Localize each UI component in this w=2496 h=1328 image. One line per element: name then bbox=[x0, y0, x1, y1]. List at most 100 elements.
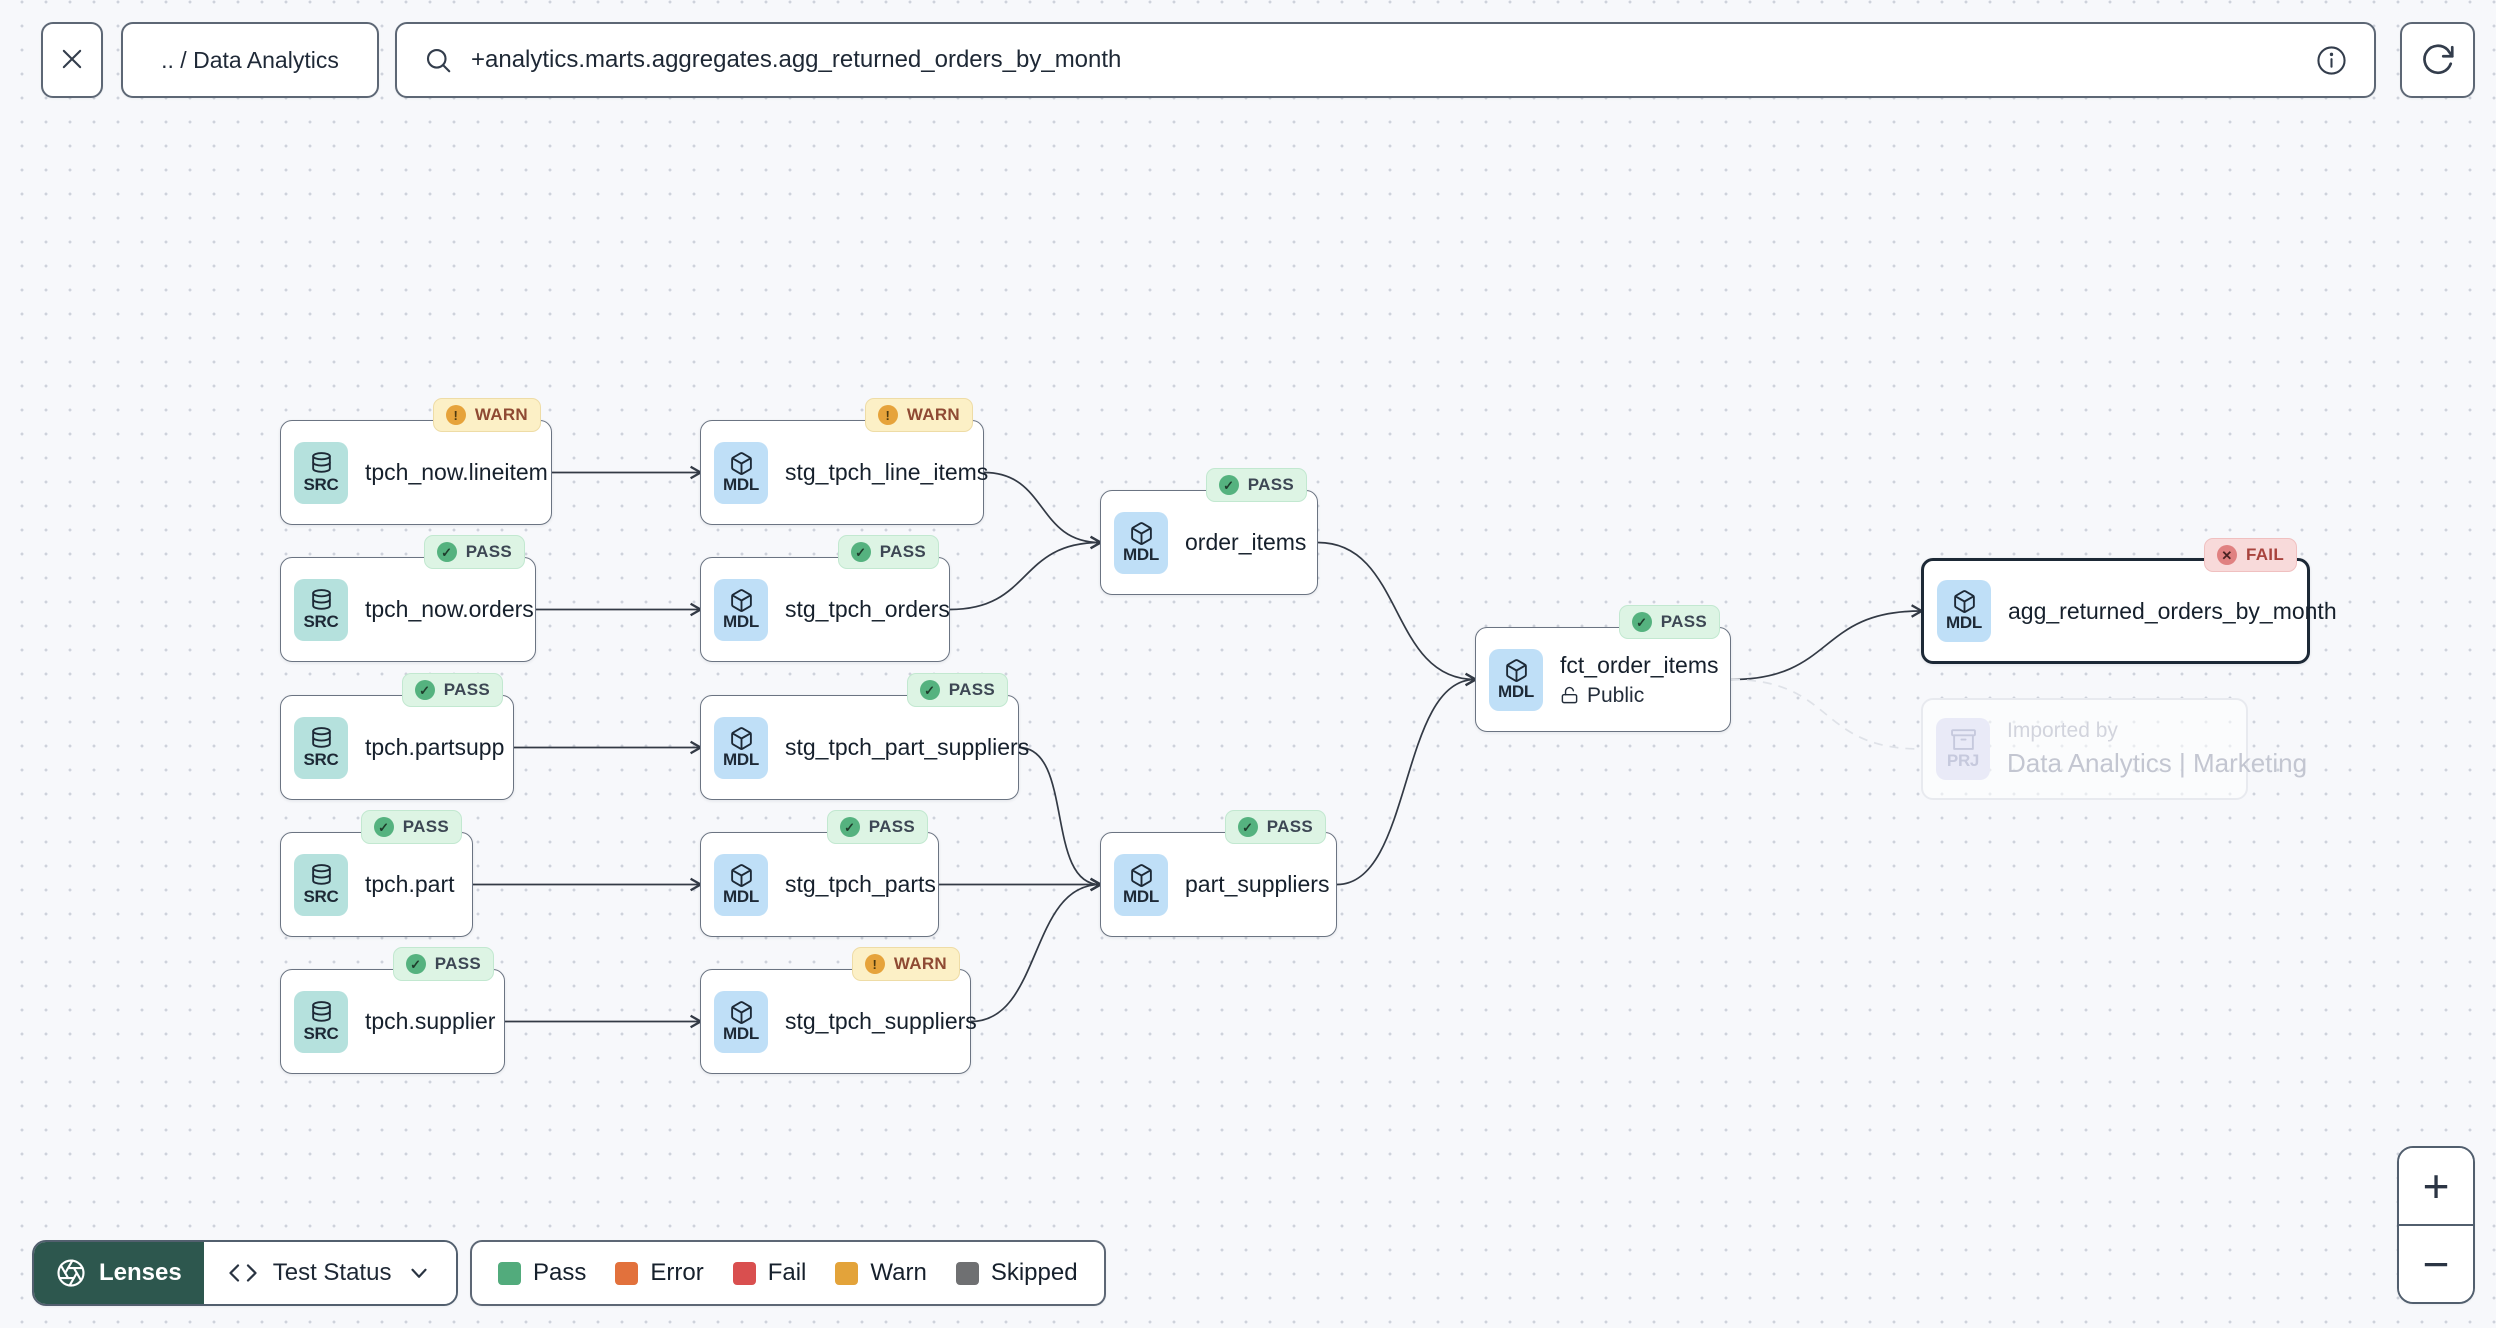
legend-swatch-pass bbox=[498, 1261, 521, 1285]
unlock-icon bbox=[1560, 686, 1579, 705]
node-stg_tpch_parts[interactable]: MDL stg_tpch_parts ✓PASS bbox=[700, 810, 939, 937]
cube-icon: MDL bbox=[1114, 853, 1168, 916]
node-label: tpch_now.orders bbox=[365, 596, 534, 622]
badge-label: PASS bbox=[948, 680, 995, 699]
node-type-label: MDL bbox=[1123, 886, 1159, 906]
node-stg_tpch_suppliers[interactable]: MDL stg_tpch_suppliers !WARN bbox=[700, 947, 977, 1074]
badge-label: WARN bbox=[893, 954, 947, 973]
search-icon bbox=[423, 45, 453, 75]
node-type-label: MDL bbox=[723, 886, 759, 906]
badge-label: FAIL bbox=[2245, 545, 2284, 564]
node-type-label: MDL bbox=[723, 474, 759, 494]
node-label: stg_tpch_parts bbox=[785, 871, 936, 897]
legend-item-error: Error bbox=[615, 1259, 704, 1287]
node-labels: order_items bbox=[1185, 529, 1306, 556]
project-icon: PRJ bbox=[1936, 718, 1990, 780]
legend-label: Warn bbox=[870, 1259, 927, 1286]
node-label: stg_tpch_orders bbox=[785, 596, 950, 622]
edge-stg_tpch_line_items-to-order_items bbox=[983, 471, 1100, 543]
search-input[interactable] bbox=[471, 46, 2297, 74]
test-status-badge-warn: !WARN bbox=[864, 398, 973, 432]
test-status-badge-pass: ✓PASS bbox=[837, 535, 939, 569]
node-label: order_items bbox=[1185, 529, 1307, 555]
info-icon[interactable] bbox=[2315, 44, 2348, 77]
node-type-label: MDL bbox=[723, 1023, 759, 1043]
node-type-label: SRC bbox=[303, 886, 339, 906]
status-dot-icon: ! bbox=[877, 405, 898, 425]
node-order_items[interactable]: MDL order_items ✓ PASS bbox=[1100, 468, 1318, 595]
node-ghost-project-name: Data Analytics | Marketing bbox=[2007, 748, 2308, 778]
zoom-controls: + − bbox=[2397, 1146, 2475, 1304]
database-icon: SRC bbox=[294, 578, 348, 641]
legend-label: Fail bbox=[767, 1259, 807, 1286]
node-stg_tpch_line_items[interactable]: MDL stg_tpch_line_items !WARN bbox=[700, 398, 988, 525]
node-labels: tpch_now.orders bbox=[365, 596, 534, 623]
edge-fct_order_items-to-imported_by_project bbox=[1730, 678, 1922, 750]
node-imported_by_project[interactable]: PRJ Imported by Data Analytics | Marketing bbox=[1921, 698, 2307, 800]
badge-label: WARN bbox=[474, 405, 528, 424]
node-type-label: MDL bbox=[723, 749, 759, 769]
node-labels: agg_returned_orders_by_month bbox=[2008, 598, 2337, 625]
cube-icon: MDL bbox=[1937, 580, 1991, 642]
node-labels: stg_tpch_suppliers bbox=[785, 1008, 977, 1035]
status-dot-icon: ✓ bbox=[436, 542, 457, 562]
node-label: stg_tpch_part_suppliers bbox=[785, 734, 1030, 760]
database-icon: SRC bbox=[294, 853, 348, 916]
node-label: stg_tpch_line_items bbox=[785, 459, 989, 485]
test-status-badge-pass: ✓PASS bbox=[1224, 810, 1326, 844]
test-status-badge-pass: ✓ PASS bbox=[1205, 468, 1307, 502]
status-dot-icon: ✓ bbox=[373, 817, 394, 837]
node-ghost-caption: Imported by bbox=[2007, 719, 2118, 742]
node-labels: part_suppliers bbox=[1185, 871, 1329, 898]
breadcrumb[interactable]: .. / Data Analytics bbox=[121, 22, 379, 98]
node-label: agg_returned_orders_by_month bbox=[2008, 597, 2337, 624]
node-label: part_suppliers bbox=[1185, 871, 1330, 897]
access-label: Public bbox=[1587, 683, 1645, 707]
node-labels: stg_tpch_parts bbox=[785, 871, 936, 898]
cube-icon: MDL bbox=[1114, 511, 1168, 574]
status-dot-icon: ✓ bbox=[1218, 475, 1239, 495]
cube-icon: MDL bbox=[1489, 648, 1543, 711]
close-icon bbox=[58, 45, 86, 76]
legend-label: Pass bbox=[533, 1259, 587, 1286]
test-status-badge-pass: ✓ PASS bbox=[360, 810, 462, 844]
node-labels: stg_tpch_line_items bbox=[785, 459, 988, 486]
zoom-out-button[interactable]: − bbox=[2399, 1226, 2473, 1302]
node-type-label: SRC bbox=[303, 1023, 339, 1043]
node-part_suppliers[interactable]: MDL part_suppliers ✓PASS bbox=[1100, 810, 1337, 937]
test-status-badge-warn: !WARN bbox=[851, 947, 960, 981]
refresh-button[interactable] bbox=[2400, 22, 2475, 98]
test-status-badge-pass: ✓PASS bbox=[423, 535, 525, 569]
node-tpch_now_orders[interactable]: SRC tpch_now.orders ✓PASS bbox=[280, 535, 536, 662]
close-button[interactable] bbox=[41, 22, 103, 98]
cube-icon: MDL bbox=[714, 990, 768, 1053]
badge-label: PASS bbox=[1247, 475, 1294, 494]
test-status-badge-pass: ✓PASS bbox=[826, 810, 928, 844]
edge-fct_order_items-to-agg_returned_orders_by_month bbox=[1730, 611, 1921, 681]
node-labels: tpch.supplier bbox=[365, 1008, 495, 1035]
legend-item-warn: Warn bbox=[835, 1259, 927, 1287]
lens-selector[interactable]: Test Status bbox=[203, 1242, 457, 1304]
search-box[interactable] bbox=[395, 22, 2376, 98]
legend-item-skipped: Skipped bbox=[955, 1259, 1078, 1287]
zoom-in-button[interactable]: + bbox=[2399, 1148, 2473, 1226]
legend-swatch-warn bbox=[835, 1261, 859, 1285]
test-status-badge-pass: ✓PASS bbox=[401, 673, 503, 707]
status-dot-icon: ✓ bbox=[1237, 817, 1258, 837]
edge-stg_tpch_part_suppliers-to-part_suppliers bbox=[1018, 746, 1100, 885]
badge-label: PASS bbox=[402, 817, 449, 836]
lenses-button[interactable]: Lenses bbox=[34, 1242, 204, 1304]
node-type-label: PRJ bbox=[1946, 751, 1980, 771]
cube-icon: MDL bbox=[714, 441, 768, 504]
